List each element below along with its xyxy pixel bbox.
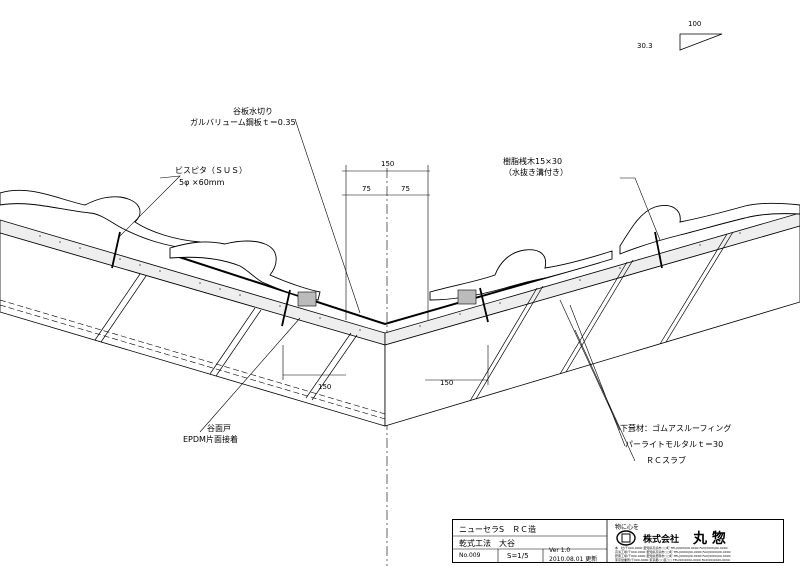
tb-product: ニューセラS ＲＣ造 — [459, 525, 537, 534]
screw-label: ビスピタ（ＳＵＳ） — [175, 166, 247, 175]
dim-right-bottom: 150 — [440, 379, 454, 387]
tb-version: Ver 1.0 — [549, 547, 571, 554]
tb-company-prefix: 株式会社 — [643, 535, 680, 545]
valley-stop-label: 谷面戸 — [207, 424, 231, 433]
slope-indicator — [679, 33, 723, 51]
tb-slogan: 物に心を — [615, 524, 640, 531]
galvalume-label: ガルバリューム鋼板ｔ＝0.35 — [190, 118, 296, 127]
tb-method: 乾式工法 大谷 — [459, 539, 515, 548]
tb-contact-4: 東京営業所/〒000-0000 東京都○○区○○ TEL(00)0000-000… — [615, 558, 730, 562]
tb-contact-3: 碧南工場/〒000-0000 愛知県碧南市○○町 TEL(0000)00-000… — [615, 554, 731, 558]
tb-date: 2010.08.01 更新 — [549, 556, 598, 563]
dim-top-total: 150 — [381, 160, 395, 168]
title-block-grid — [453, 520, 608, 562]
slope-run-label: 100 — [688, 20, 702, 28]
tb-contact-1: 本 社/〒000-0000 愛知県高浜市○○町 TEL(0000)00-0000… — [615, 546, 728, 550]
left-tiles — [0, 189, 321, 301]
slope-rise-label: 30.3 — [637, 42, 653, 50]
company-logo-icon — [616, 530, 636, 546]
valley-stop-note-label: EPDM片面接着 — [183, 435, 238, 444]
underlay-label: 下葺材：ゴムアスルーフィング — [620, 424, 732, 433]
dim-top-right: 75 — [401, 185, 410, 193]
tb-company-name: 丸 惣 — [693, 531, 726, 547]
dim-left-bottom: 150 — [318, 383, 332, 391]
valley-stops — [297, 289, 477, 307]
slab-label: ＲＣスラブ — [646, 456, 686, 465]
title-block: ニューセラS ＲＣ造 乾式工法 大谷 No.009 S=1/5 Ver 1.0 … — [452, 519, 784, 563]
screws — [111, 231, 663, 327]
screw-size-label: 5φ ×60mm — [179, 178, 225, 187]
dimension-lines — [282, 165, 489, 385]
tb-scale: S=1/5 — [507, 552, 529, 560]
tb-number: No.009 — [459, 552, 481, 559]
batten-note-label: （水抜き溝付き） — [504, 168, 568, 177]
dim-top-left: 75 — [362, 185, 371, 193]
batten-label: 樹脂桟木15×30 — [503, 157, 563, 166]
mortar-label: パーライトモルタルｔ＝30 — [625, 440, 724, 449]
right-tiles — [429, 202, 800, 301]
tb-contact-2: 高浜工場/〒000-0000 愛知県高浜市○○町 TEL(0000)00-000… — [615, 550, 731, 554]
valley-flashing-sheet — [169, 253, 601, 326]
leader-lines — [117, 118, 661, 462]
valley-flashing-label: 谷板水切り — [233, 107, 273, 116]
right-rc-slab — [384, 212, 800, 427]
